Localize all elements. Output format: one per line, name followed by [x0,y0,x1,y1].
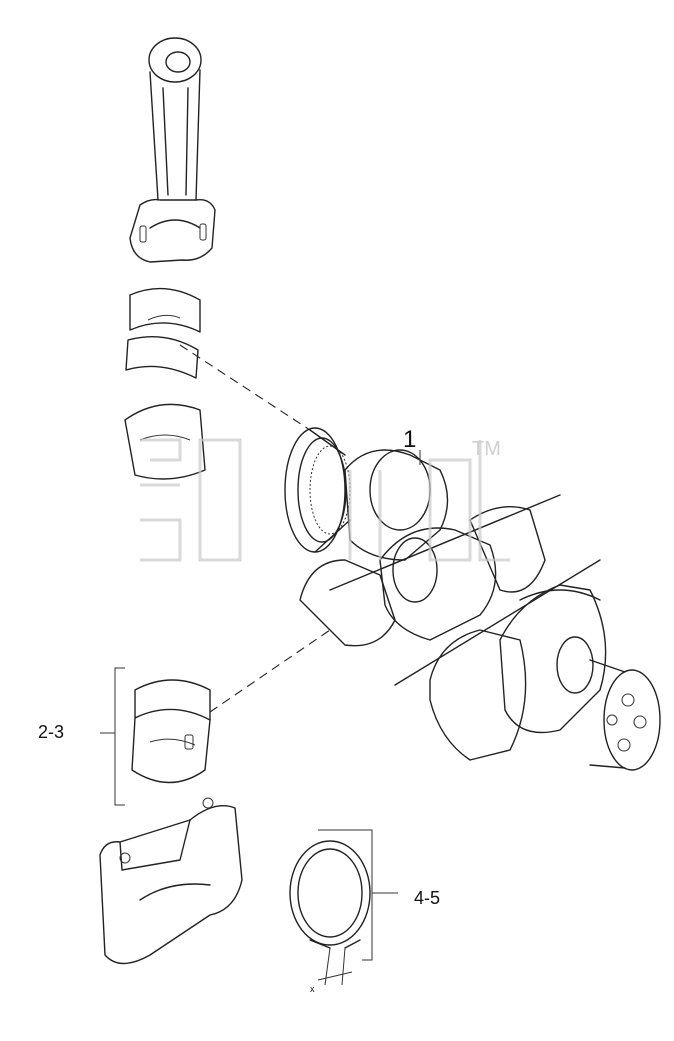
crankshaft-icon [284,427,661,771]
bearing-cap-icon [99,797,243,965]
callout-label-4-5: 4-5 [414,888,440,908]
alignment-line-upper [179,344,311,431]
thrust-ring-icon: x [289,840,371,994]
callout-thrust-ring: 4-5 [318,829,440,961]
clearance-mark-x: x [310,984,315,994]
callout-label-2-3: 2-3 [38,722,64,742]
callout-crankshaft: 1 [403,426,421,465]
connecting-rod-icon [129,37,216,263]
main-bearing-icon [131,679,211,784]
watermark-logo: TM [140,438,510,562]
alignment-line-lower [209,629,331,713]
watermark-trademark: TM [472,438,501,460]
rod-bearing-icon [124,287,206,480]
callout-main-bearing: 2-3 [38,667,125,806]
callout-label-1: 1 [403,426,416,453]
